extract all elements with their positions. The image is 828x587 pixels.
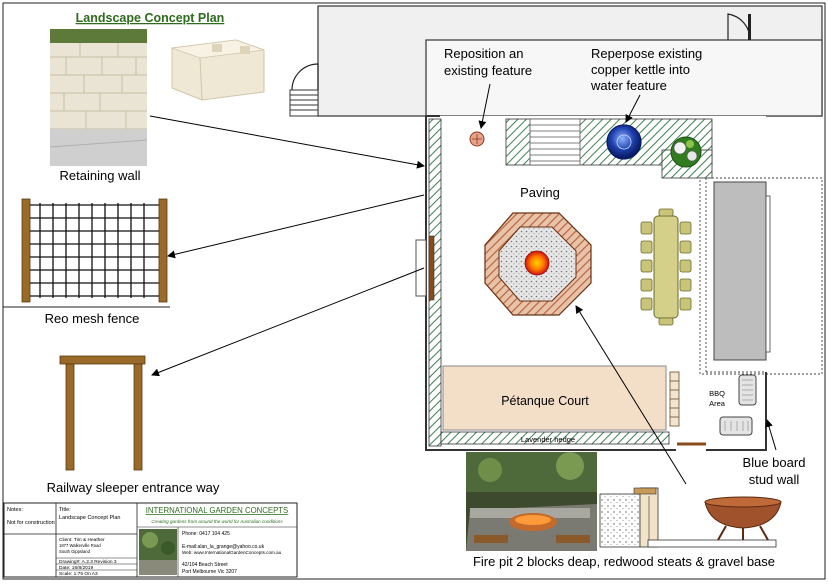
company-garden-photo (139, 529, 177, 575)
reposition-label-2: existing feature (444, 63, 532, 78)
lavender-hedge (440, 431, 670, 445)
petanque-bench (669, 371, 680, 427)
retaining-wall-label: Retaining wall (60, 168, 141, 183)
notes-value: Not for construction (7, 520, 55, 526)
paving-label: Paving (520, 185, 560, 200)
fire-pit-label: Fire pit 2 blocks deap, redwood steats &… (473, 554, 775, 569)
drawing-date: Date: 16/8/2019 (59, 565, 93, 571)
bbq-label-2: Area (709, 399, 726, 408)
drawing-number: Drawing#: A.2.3 Revision 3 (59, 559, 117, 565)
client-address-1: 1877 Walkerville Road (59, 543, 101, 548)
concrete-slab (713, 181, 767, 361)
blue-board-label-2: stud wall (749, 472, 800, 487)
arrow-reo-mesh (167, 194, 425, 259)
copper-kettle-water-feature (606, 124, 642, 160)
company-name: INTERNATIONAL GARDEN CONCEPTS (146, 506, 289, 515)
deck-strip (529, 118, 581, 166)
company-phone: Phone: 0417 104 425 (182, 531, 230, 537)
dining-table (640, 208, 692, 326)
fire-pit-photo (466, 452, 597, 551)
door-swing-left (291, 63, 319, 91)
entry-steps (289, 89, 319, 117)
top-planter-beds (505, 118, 713, 179)
client-name: Client: Tim & Heather (59, 537, 105, 543)
blue-board-label-1: Blue board (743, 455, 806, 470)
fire-pit-section-diagram (599, 487, 777, 548)
plan-title: Landscape Concept Plan (76, 11, 225, 25)
title-value: Landscape Concept Plan (59, 515, 120, 521)
carport-area (699, 177, 823, 420)
client-address-2: South Gippsland (59, 549, 91, 554)
side-gate (415, 239, 427, 297)
reo-mesh-fence-label: Reo mesh fence (45, 311, 140, 326)
petanque-court: Pétanque Court (442, 365, 680, 431)
fire-pit (484, 212, 592, 316)
retaining-wall-photo (49, 29, 148, 166)
retaining-block-icon (171, 39, 265, 101)
repurpose-label-3: water feature (590, 78, 667, 93)
sleeper-entrance-label: Railway sleeper entrance way (47, 480, 220, 495)
bbq-bench-icon (719, 416, 753, 436)
arrow-existing-feature (478, 83, 491, 129)
bbq-label-1: BBQ (709, 389, 725, 398)
bbq-area: BBQ Area (709, 374, 757, 436)
arrow-fire-pit (575, 305, 687, 485)
company-web: Web: www.InternationalGardenConcepts.com… (182, 550, 282, 555)
sleeper-entrance (428, 235, 435, 301)
house-footprint (289, 5, 823, 117)
arrow-stud-wall (765, 419, 777, 451)
arrow-sleeper-entrance (151, 267, 425, 377)
notes-label: Notes: (7, 507, 23, 513)
page-border (2, 2, 826, 580)
repurpose-label-1: Reperpose existing (591, 46, 702, 61)
sleeper-entrance-icon (59, 355, 146, 471)
callout-arrows (149, 83, 777, 485)
company-street: 42/104 Beach Street (182, 562, 228, 568)
title-block: Notes: Not for construction Title: Lands… (3, 502, 298, 578)
company-email: E-mail:alan_la_grange@yahoo.co.uk (182, 544, 265, 550)
title-label: Title: (59, 507, 71, 513)
fire-bowl-photo (704, 496, 782, 541)
arrow-retaining-wall (149, 115, 425, 169)
company-tagline: Creating gardens from around the world f… (151, 519, 283, 524)
fire-bowl-icon (524, 250, 550, 276)
reposition-label-1: Reposition an (444, 46, 524, 61)
shrub-icon (670, 136, 702, 168)
drawing-scale: Scale: 1:75 On A3 (59, 571, 98, 577)
lavender-hedge-label: Lavender hedge (521, 435, 575, 444)
company-city: Port Melbourne Vic 3207 (182, 569, 237, 575)
repurpose-label-2: copper kettle into (591, 62, 690, 77)
reo-mesh-fence-icon (21, 198, 168, 303)
arrow-water-feature (625, 94, 641, 123)
petanque-label: Pétanque Court (501, 394, 589, 408)
